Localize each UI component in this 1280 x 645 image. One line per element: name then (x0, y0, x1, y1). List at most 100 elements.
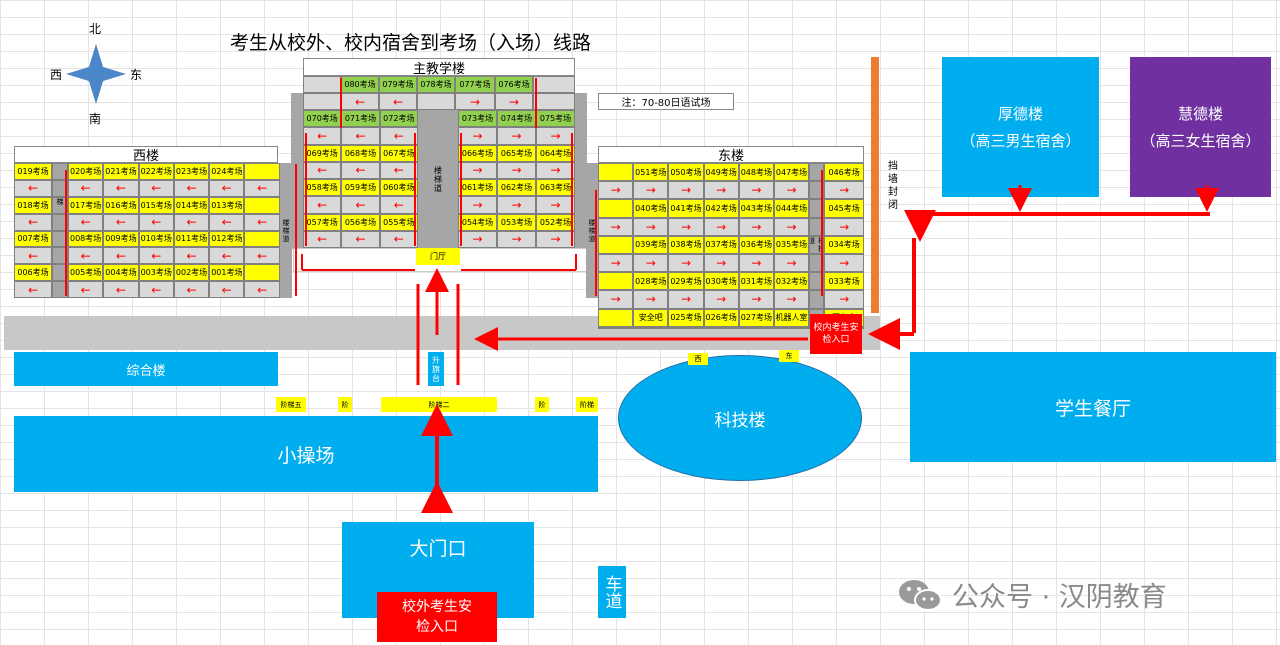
corridor-cell: ← (68, 247, 104, 265)
exam-room: 056考场 (341, 213, 380, 231)
corridor-cell: → (773, 217, 810, 236)
main-top-spacer (303, 76, 341, 93)
exam-room: 025考场 (668, 308, 704, 327)
exam-room: 073考场 (458, 110, 497, 128)
steps-b: 阶 (535, 397, 549, 412)
corridor-cell: ← (209, 179, 245, 197)
east-stair-cell (809, 217, 825, 236)
corridor-cell: ← (173, 179, 210, 197)
corridor-cell: → (536, 196, 575, 214)
exam-room (598, 199, 634, 218)
arrow-left-icon: ← (221, 282, 232, 297)
arrow-right-icon: → (472, 197, 483, 212)
corridor-cell: ← (633, 326, 669, 329)
exam-room: 019考场 (14, 163, 52, 180)
arrow-right-icon: → (610, 183, 621, 198)
corridor-cell: ← (379, 127, 418, 145)
exam-room: 036考场 (738, 235, 774, 254)
exam-room: 070考场 (303, 110, 342, 128)
exam-room: 058考场 (303, 179, 342, 197)
arrow-right-icon: → (839, 183, 850, 198)
exam-room: 002考场 (173, 264, 210, 282)
arrow-left-icon: ← (317, 197, 328, 212)
arrow-left-icon: ← (392, 94, 404, 109)
arrow-left-icon: ← (115, 282, 126, 297)
arrow-right-icon: → (716, 219, 727, 234)
dorm-boys: 厚德楼 （高三男生宿舍） (942, 57, 1099, 197)
arrow-left-icon: ← (80, 215, 91, 230)
arrow-right-icon: → (839, 292, 850, 307)
inner-gate: 校内考生安检入口 (810, 314, 862, 354)
main-gate-label: 大门口 (409, 538, 467, 560)
language-note: 注：70-80日语试场 (598, 93, 734, 110)
arrow-right-icon: → (508, 94, 520, 109)
corridor-cell: ← (173, 213, 210, 231)
arrow-right-icon: → (716, 183, 727, 198)
arrow-right-icon: → (610, 256, 621, 271)
arrow-right-icon: → (645, 256, 656, 271)
corridor-cell: ← (14, 179, 52, 197)
keji-west-door: 西 (688, 353, 708, 365)
corridor-cell: ← (103, 281, 139, 298)
corridor-cell: ← (738, 326, 774, 329)
exam-room: 008考场 (68, 230, 104, 248)
exam-room (598, 308, 634, 327)
exam-room: 009考场 (103, 230, 139, 248)
east-stair-cell (809, 199, 825, 218)
arrow-left-icon: ← (186, 248, 197, 263)
arrow-right-icon: → (472, 128, 483, 143)
exam-room: 078考场 (417, 76, 455, 93)
corridor-cell: → (633, 181, 669, 200)
corridor-cell: → (738, 253, 774, 273)
corridor-cell: → (458, 161, 497, 179)
corridor-cell: → (598, 290, 634, 309)
main-building-title: 主教学楼 (303, 58, 575, 77)
corridor-cell: → (633, 217, 669, 236)
exam-room: 051考场 (633, 163, 669, 182)
exam-room: 035考场 (773, 235, 810, 254)
exam-room: 031考场 (738, 272, 774, 291)
arrow-right-icon: → (550, 163, 561, 178)
corridor-cell: → (703, 217, 739, 236)
corridor-cell: ← (209, 281, 245, 298)
corridor-cell: → (633, 253, 669, 273)
outer-gate: 校外考生安检入口 (377, 592, 497, 642)
arrow-right-icon: → (786, 219, 797, 234)
arrow-left-icon: ← (716, 327, 726, 329)
exam-room: 046考场 (824, 163, 865, 182)
exam-room: 021考场 (103, 163, 139, 180)
corridor-cell: ← (341, 161, 380, 179)
arrow-left-icon: ← (221, 248, 232, 263)
arrow-left-icon: ← (393, 128, 404, 143)
arrow-left-icon: ← (186, 181, 197, 196)
wall-label: 挡墙封闭 (888, 161, 898, 211)
car-lane-label: 车道 (601, 575, 622, 609)
dorm-girls-name: 慧德楼 (1177, 105, 1223, 123)
exam-room (244, 230, 280, 248)
exam-room: 064考场 (536, 144, 575, 162)
exam-room: 040考场 (633, 199, 669, 218)
arrow-right-icon: → (786, 183, 797, 198)
east-stair-cell (809, 272, 825, 291)
east-stair-cell (809, 181, 825, 200)
corridor-cell: → (497, 127, 536, 145)
compass-north: 北 (89, 22, 102, 36)
exam-room (598, 272, 634, 291)
arrow-right-icon: → (550, 197, 561, 212)
corridor-cell: ← (14, 213, 52, 231)
arrow-left-icon: ← (257, 248, 268, 263)
corridor-cell: → (738, 217, 774, 236)
exam-room: 004考场 (103, 264, 139, 282)
corridor-cell: → (536, 230, 575, 248)
corridor-cell: ← (103, 213, 139, 231)
arrow-right-icon: → (511, 163, 522, 178)
arrow-right-icon: → (550, 232, 561, 247)
flag-platform: 升旗台 (428, 352, 444, 386)
corridor-cell: → (458, 230, 497, 248)
corridor-cell: → (824, 181, 865, 200)
exam-room: 010考场 (138, 230, 174, 248)
corridor-cell: → (497, 230, 536, 248)
exam-room: 026考场 (703, 308, 739, 327)
